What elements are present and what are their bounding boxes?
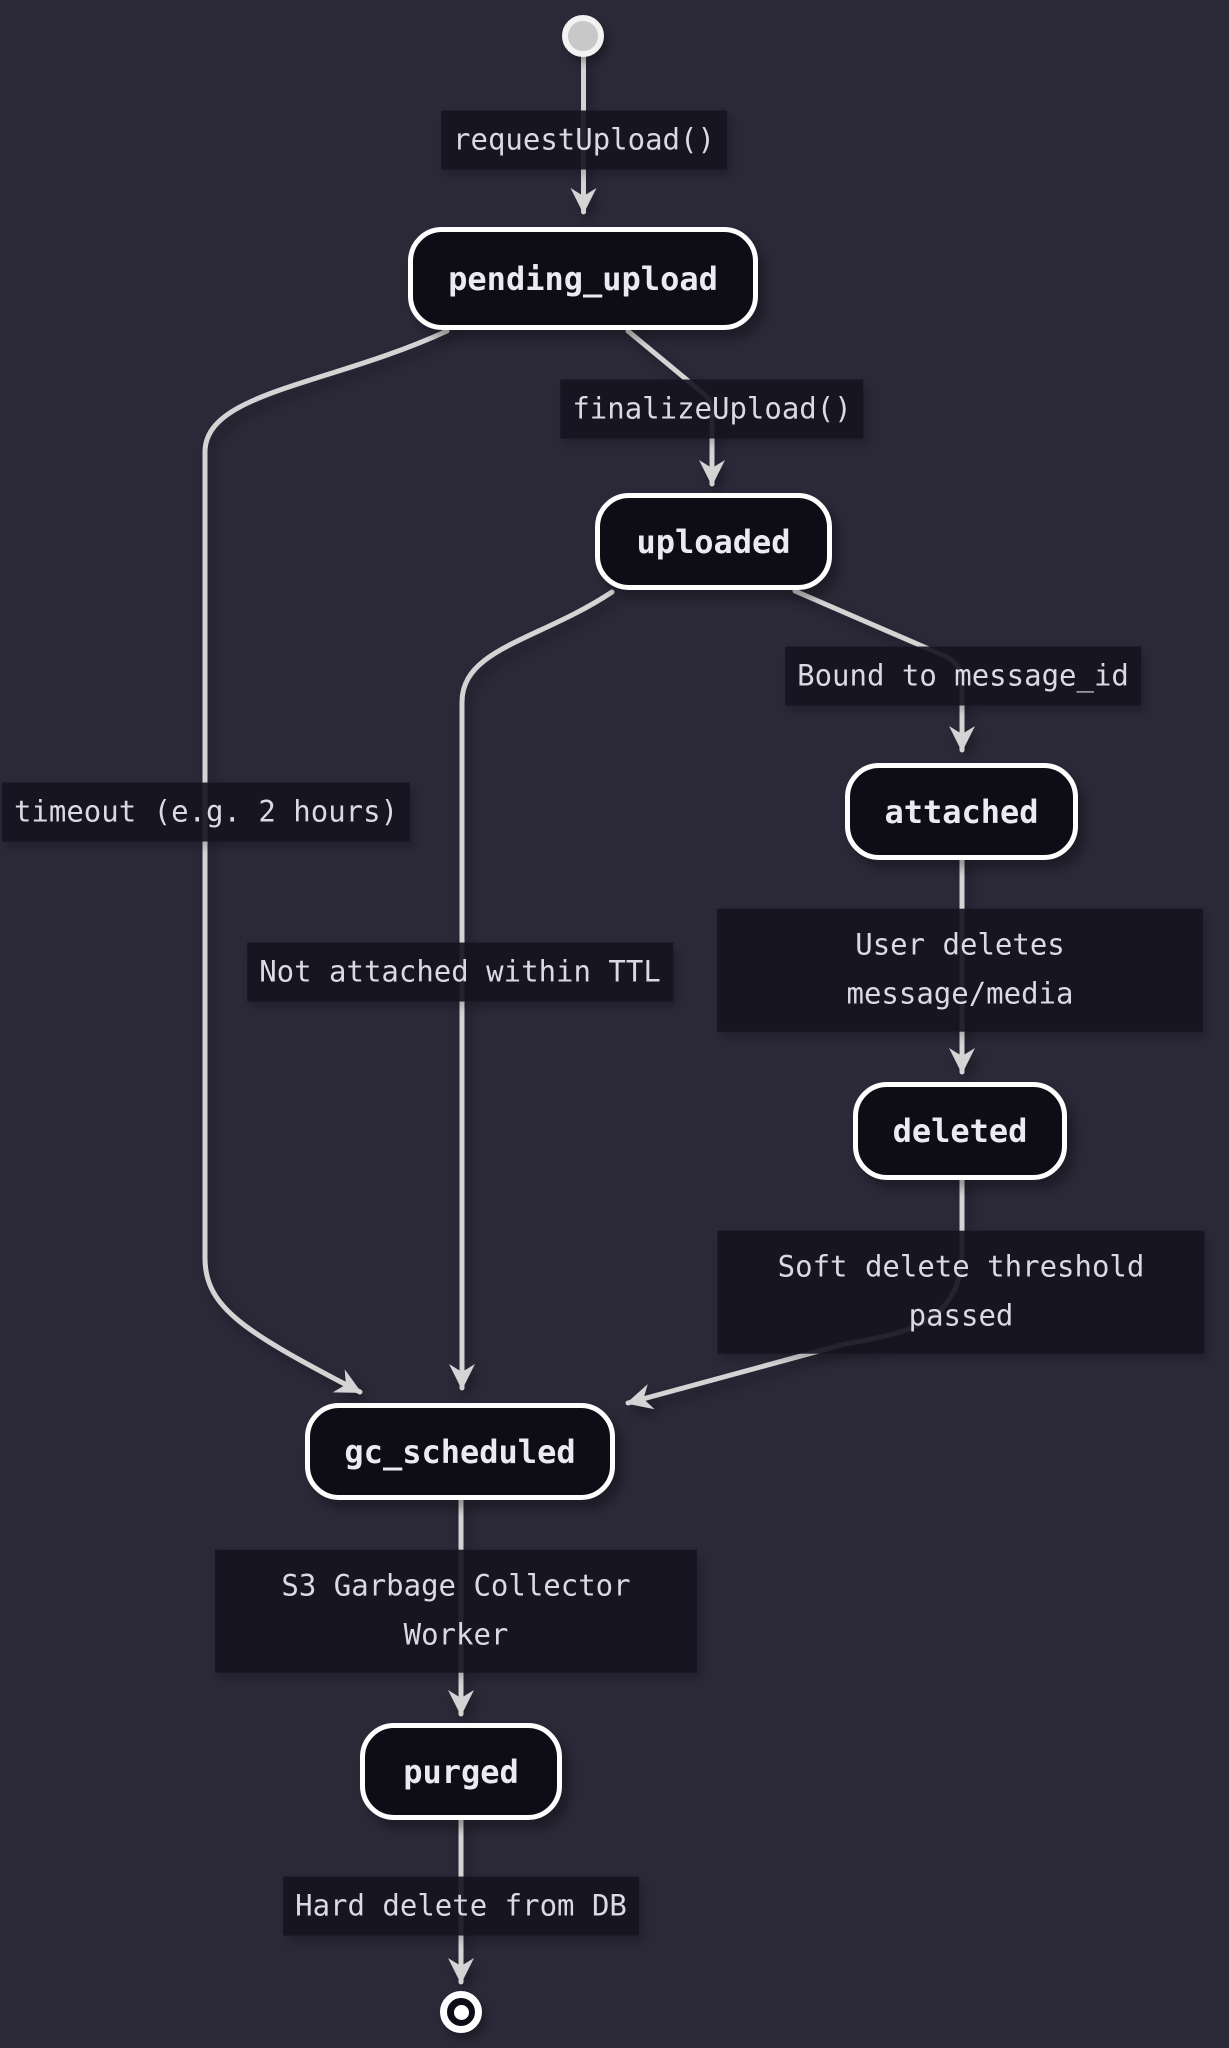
state-node-purged: purged (360, 1723, 562, 1820)
edge-uploaded-to-gc_scheduled (449, 589, 615, 1391)
state-node-deleted: deleted (853, 1082, 1067, 1180)
edge-label-not-attached-within-ttl: Not attached within TTL (247, 942, 673, 1002)
state-node-pending-upload: pending_upload (408, 227, 758, 330)
edge-label-user-deletes: User deletes message/media (717, 908, 1203, 1032)
final-state-marker (440, 1991, 482, 2033)
state-node-attached: attached (845, 763, 1078, 860)
edge-label-soft-delete-threshold: Soft delete threshold passed (717, 1230, 1205, 1354)
edge-label-s3-gc-worker-text: S3 Garbage Collector Worker (281, 1568, 631, 1652)
edge-label-soft-delete-threshold-text: Soft delete threshold passed (777, 1249, 1145, 1333)
edge-label-user-deletes-text: User deletes message/media (846, 927, 1074, 1011)
edge-label-request-upload: requestUpload() (441, 110, 727, 170)
edge-label-finalize-upload: finalizeUpload() (560, 379, 864, 439)
edge-label-timeout: timeout (e.g. 2 hours) (1, 782, 411, 842)
state-node-gc-scheduled: gc_scheduled (305, 1403, 615, 1500)
edge-pending_upload-to-gc_scheduled (202, 328, 450, 1395)
state-node-uploaded: uploaded (595, 493, 832, 590)
edge-label-bound-to-message-id: Bound to message_id (785, 646, 1141, 706)
initial-state-marker (562, 15, 604, 57)
edge-label-hard-delete-from-db: Hard delete from DB (283, 1876, 639, 1936)
edge-label-s3-gc-worker: S3 Garbage Collector Worker (215, 1549, 697, 1673)
final-state-inner-dot (453, 2004, 469, 2020)
